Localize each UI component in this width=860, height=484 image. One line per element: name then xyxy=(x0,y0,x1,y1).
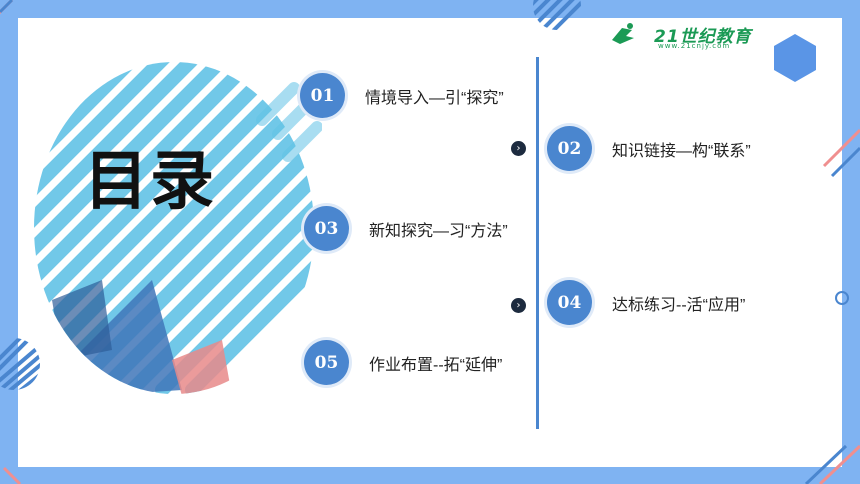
item-label: 达标练习--活“应用” xyxy=(612,296,746,314)
item-label: 情境导入—引“探究” xyxy=(365,89,504,107)
toc-item-05[interactable]: 05 作业布置--拓“延伸” xyxy=(304,340,502,385)
timeline-divider xyxy=(536,57,539,429)
toc-item-01[interactable]: 01 情境导入—引“探究” xyxy=(300,73,504,118)
item-label: 知识链接—构“联系” xyxy=(612,142,751,160)
toc-item-02[interactable]: 02 知识链接—构“联系” xyxy=(547,126,751,171)
striped-illustration-circle xyxy=(34,62,322,394)
logo-url: www.21cnjy.com xyxy=(658,42,731,50)
item-number: 02 xyxy=(547,126,592,171)
arrow-right-icon: › xyxy=(511,298,526,313)
toc-item-03[interactable]: 03 新知探究—习“方法” xyxy=(304,206,508,251)
item-number: 04 xyxy=(547,280,592,325)
toc-item-04[interactable]: 04 达标练习--活“应用” xyxy=(547,280,745,325)
item-number: 01 xyxy=(300,73,345,118)
item-label: 作业布置--拓“延伸” xyxy=(369,356,503,374)
page-title: 目录 xyxy=(84,145,216,219)
item-label: 新知探究—习“方法” xyxy=(369,222,508,240)
arrow-right-icon: › xyxy=(511,141,526,156)
runner-icon xyxy=(612,23,634,44)
item-number: 03 xyxy=(304,206,349,251)
hexagon-decoration xyxy=(774,34,816,82)
item-number: 05 xyxy=(304,340,349,385)
logo: 21世纪教育 www.21cnjy.com xyxy=(606,22,782,50)
logo-text: 21世纪教育 xyxy=(654,27,752,47)
striped-circle-top xyxy=(533,0,581,30)
striped-circle-bottom xyxy=(0,338,40,390)
